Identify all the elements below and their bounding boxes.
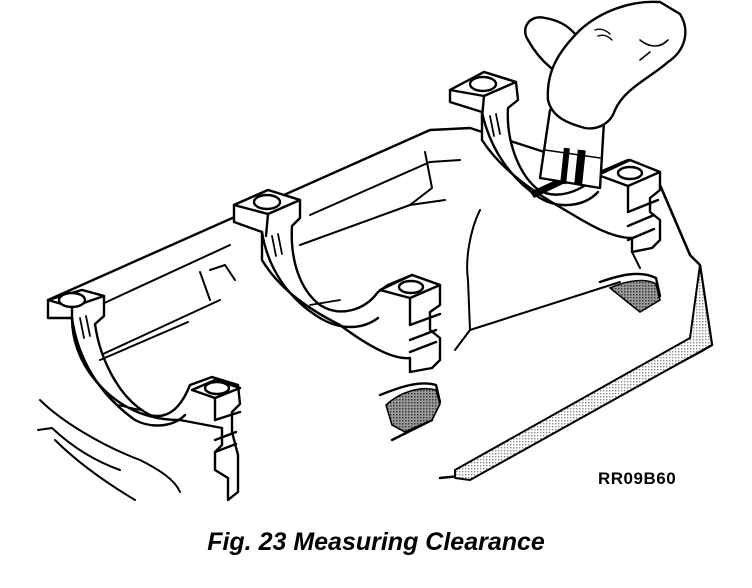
hand-holding-plastigage-icon	[523, 0, 687, 190]
shaded-journal-middle	[385, 388, 441, 433]
plastigage-strip	[530, 178, 563, 198]
figure-caption: Fig. 23 Measuring Clearance	[207, 528, 545, 556]
block-right-face	[454, 264, 713, 481]
shaded-journal-rear	[608, 279, 661, 313]
saddle-middle	[232, 188, 442, 374]
saddle-rear	[448, 70, 662, 254]
figure-reference-code: RR09B60	[598, 469, 677, 488]
